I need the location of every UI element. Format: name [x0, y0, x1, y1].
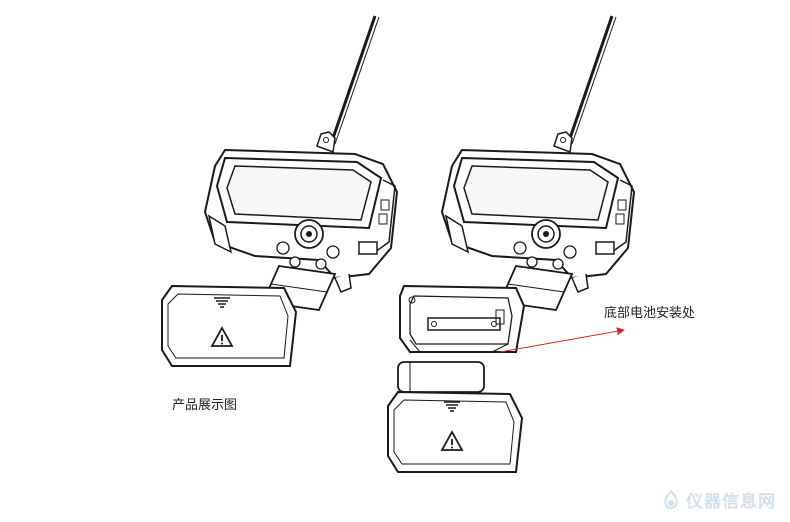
watermark-text: 仪器信息网 [686, 492, 776, 512]
product-exploded [440, 14, 636, 312]
battery-location-label: 底部电池安装处 [604, 306, 696, 321]
warning-triangle-icon [440, 430, 464, 451]
watermark: 仪器信息网 [660, 487, 776, 512]
pointer-arrow [499, 327, 625, 353]
watermark-logo-icon [664, 488, 678, 509]
product-display-label: 产品展示图 [172, 398, 238, 413]
down-arrows-icon [214, 297, 230, 308]
battery-cover-detached [387, 391, 523, 473]
down-arrows-icon [444, 401, 460, 412]
product-assembled [203, 14, 399, 312]
battery-compartment [399, 284, 526, 353]
battery-cell [397, 361, 485, 393]
warning-triangle-icon [210, 326, 234, 347]
